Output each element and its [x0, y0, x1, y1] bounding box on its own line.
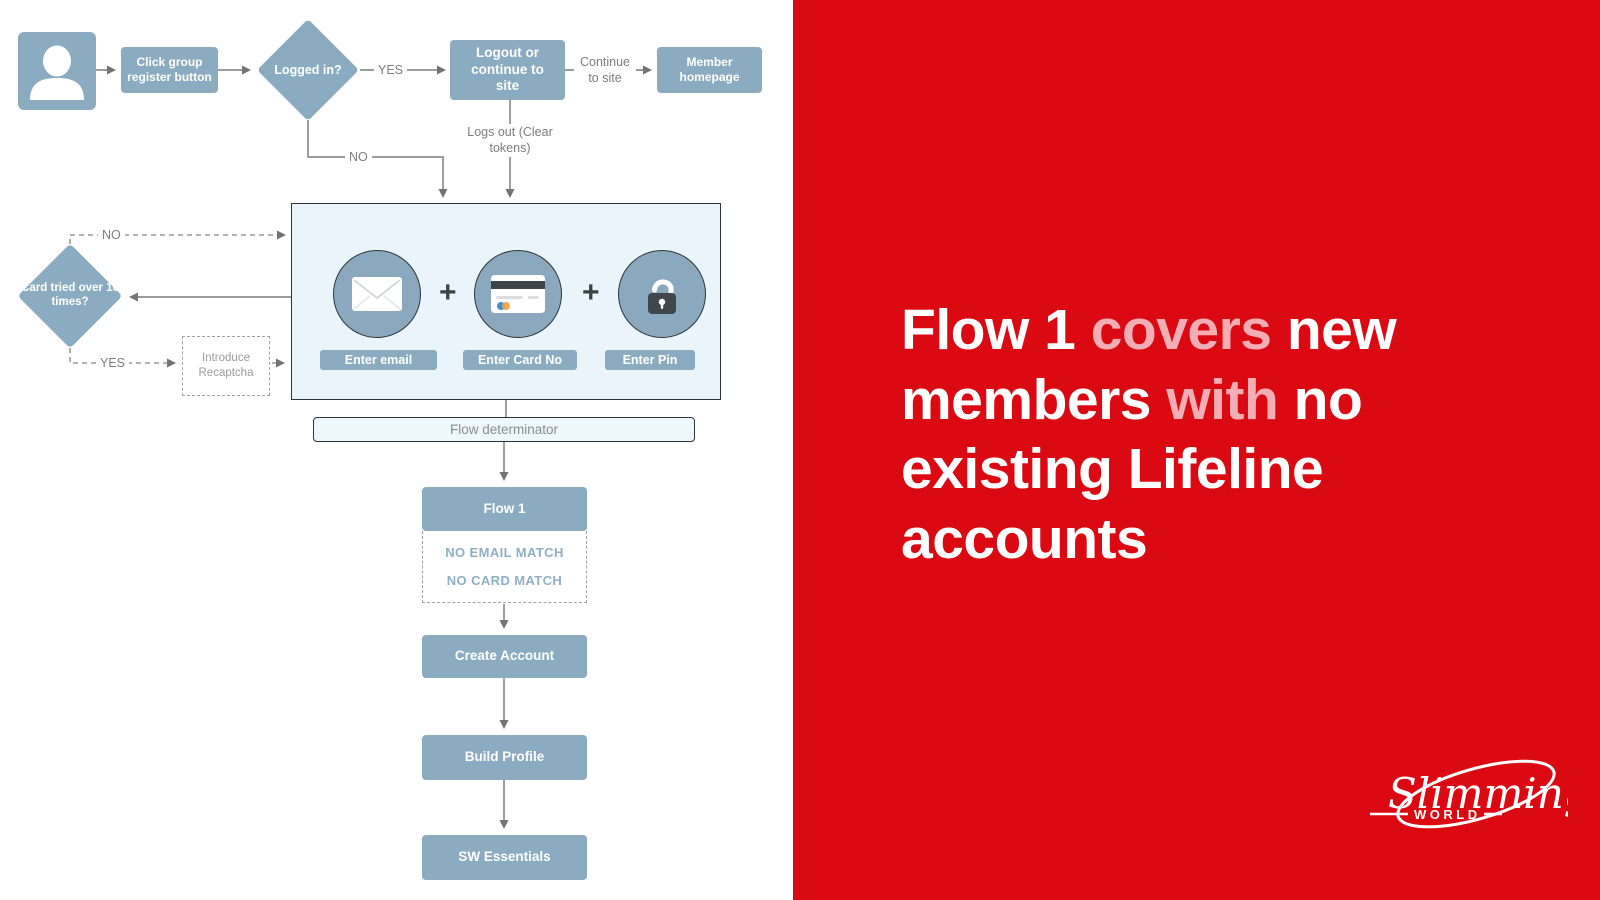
edge-label-continue-to-site: Continue to site: [574, 54, 636, 88]
node-click-group-register: Click group register button: [121, 47, 218, 93]
step-enter-pin: Enter Pin: [605, 350, 695, 370]
decision-logged-in: Logged in?: [257, 19, 359, 121]
step-enter-card-no: Enter Card No: [463, 350, 577, 370]
match-conditions-box: NO EMAIL MATCH NO CARD MATCH: [422, 531, 587, 603]
edge-label-no: NO: [345, 149, 372, 167]
logo-world-text: WORLD: [1414, 807, 1481, 822]
plus-icon: +: [439, 276, 457, 309]
logo-script-text: Slimming: [1388, 769, 1568, 818]
edge-label-logs-out: Logs out (Clear tokens): [448, 124, 572, 158]
logo-swoosh: [1396, 759, 1556, 829]
flow-connectors: [69, 65, 652, 829]
node-flow-determinator: Flow determinator: [313, 417, 695, 442]
slide-headline: Flow 1 covers new members with no existi…: [901, 296, 1461, 574]
user-icon: [18, 32, 96, 110]
red-panel: Flow 1 covers new members with no existi…: [793, 0, 1600, 900]
no-card-match-text: NO CARD MATCH: [446, 573, 563, 589]
plus-icon: +: [582, 276, 600, 309]
node-introduce-recaptcha: Introduce Recaptcha: [182, 336, 270, 396]
decision-card-tried: Card tried over 10 times?: [17, 243, 123, 349]
envelope-icon: [333, 250, 421, 338]
node-sw-essentials: SW Essentials: [422, 835, 587, 880]
node-build-profile: Build Profile: [422, 735, 587, 780]
headline-segment-emphasis: with: [1166, 367, 1279, 432]
flowchart-area: Click group register button Logged in? L…: [0, 0, 793, 900]
headline-segment: Flow 1: [901, 298, 1091, 362]
headline-segment-emphasis: covers: [1090, 298, 1272, 362]
slimming-world-logo: Slimming WORLD: [1370, 759, 1568, 829]
node-logout-or-continue: Logout or continue to site: [450, 40, 565, 100]
edge-label-yes-left: YES: [96, 355, 130, 373]
node-member-homepage: Member homepage: [657, 47, 762, 93]
credit-card-icon: [474, 250, 562, 338]
padlock-icon: [618, 250, 706, 338]
node-create-account: Create Account: [422, 635, 587, 678]
no-email-match-text: NO EMAIL MATCH: [445, 544, 564, 560]
step-enter-email: Enter email: [320, 350, 437, 370]
edge-label-no-left: NO: [98, 227, 125, 245]
edge-label-yes: YES: [374, 62, 408, 80]
headline-segment: new members: [901, 298, 1397, 432]
headline-segment: no existing Lifeline accounts: [901, 367, 1363, 571]
node-flow-1: Flow 1: [422, 487, 587, 531]
